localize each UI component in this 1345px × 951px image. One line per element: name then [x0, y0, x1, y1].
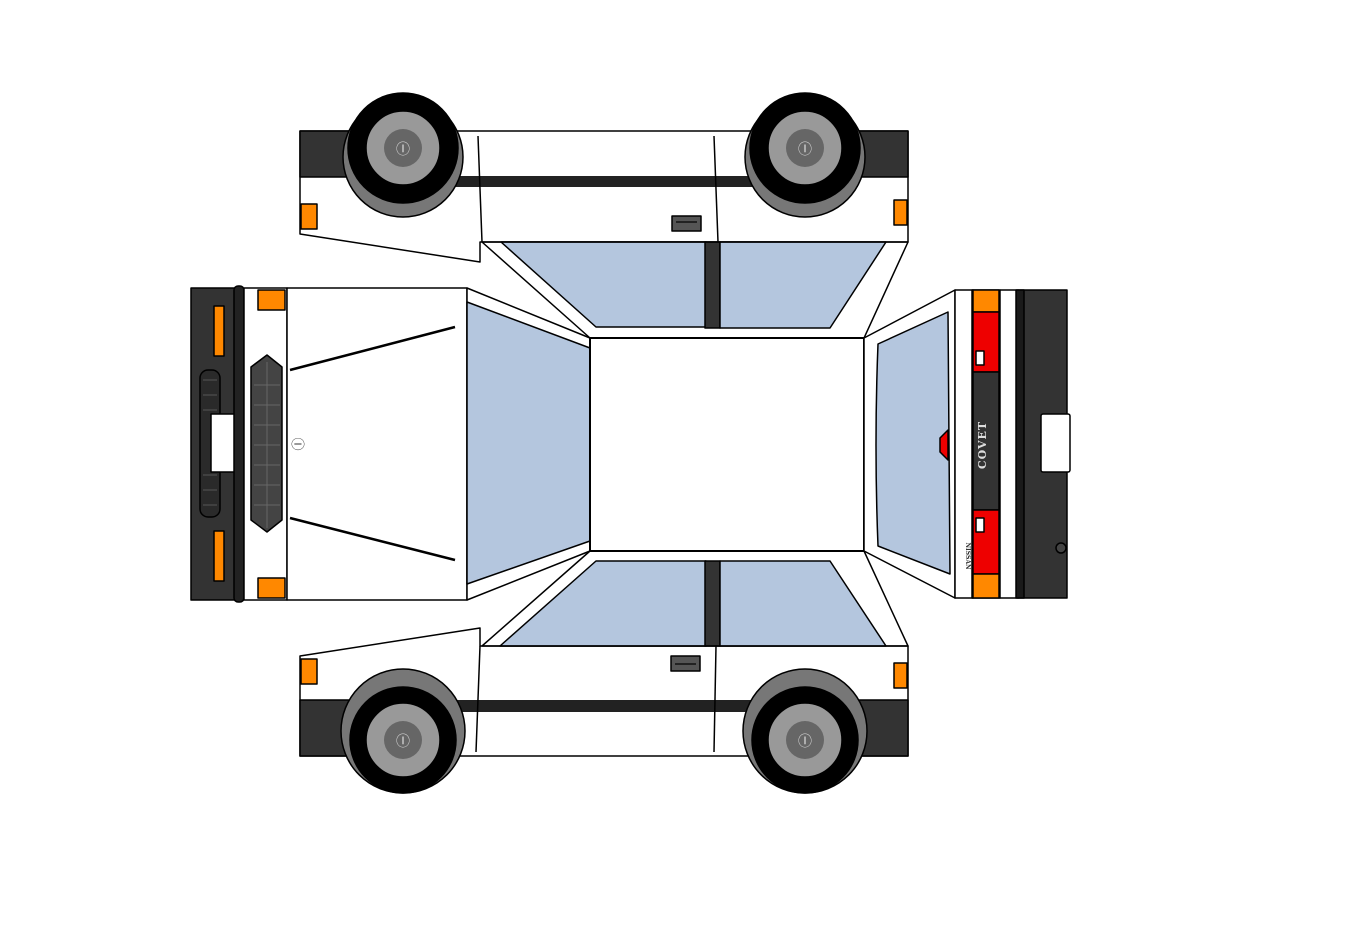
side-panel-top: Ⓘ Ⓘ: [299, 92, 909, 339]
trunk-small-badge: NISSAN: [964, 543, 971, 570]
hood: [286, 287, 468, 601]
rear-window-glass: [875, 311, 951, 575]
front-grille-lines: [254, 362, 280, 528]
side-panel-bottom-door-line: [475, 645, 481, 753]
rear-indicator-bottom: [972, 573, 1000, 599]
rear-bumper-strip: [1015, 289, 1025, 599]
svg-text:Ⓘ: Ⓘ: [396, 142, 410, 158]
rear-panel: COVET NISSAN: [939, 289, 1071, 599]
front-corner-light-top: [257, 289, 286, 311]
trunk-badge: COVET: [976, 421, 989, 469]
tail-light-bottom: [972, 509, 1000, 575]
hood-crease: [289, 516, 456, 562]
tail-light-bottom-reverse: [975, 517, 985, 533]
svg-text:Ⓘ: Ⓘ: [798, 142, 812, 158]
hood-crease: [289, 325, 456, 372]
side-panel-top-door-line: [477, 135, 483, 243]
side-window-bottom-pillar: [704, 560, 721, 647]
tail-light-top-reverse: [975, 350, 985, 366]
side-panel-bottom: Ⓘ Ⓘ: [299, 550, 909, 794]
wheel-icon: Ⓘ: [342, 92, 464, 218]
side-panel-top-door-line: [713, 135, 719, 243]
side-panel-bottom-door-line: [713, 645, 717, 753]
wheel-icon: Ⓘ: [744, 92, 866, 218]
rear-indicator-top: [972, 289, 1000, 313]
exhaust-pipe: [1055, 542, 1067, 554]
front-panel: [190, 285, 288, 603]
wheel-icon: Ⓘ: [340, 668, 466, 794]
door-handle-icon: [670, 655, 701, 672]
side-window-bottom-front: [719, 560, 887, 647]
svg-text:Ⓘ: Ⓘ: [798, 734, 812, 750]
side-indicator-top-rear: [300, 203, 318, 230]
side-indicator-bottom-front: [893, 662, 908, 689]
license-plate-rear: [1040, 413, 1071, 473]
emblem-icon: Ⓘ: [292, 437, 307, 450]
front-corner-light-bottom: [257, 577, 286, 599]
hood-panel: Ⓘ: [286, 287, 468, 601]
roof-panel: [589, 337, 865, 552]
tail-center-panel: [972, 371, 1000, 511]
front-indicator-top: [213, 305, 225, 357]
front-indicator-bottom: [213, 530, 225, 582]
side-indicator-bottom-rear: [300, 658, 318, 685]
side-indicator-top-front: [893, 199, 908, 226]
windshield-panel: [466, 287, 591, 601]
windshield-glass: [466, 301, 591, 585]
door-handle-icon: [671, 215, 702, 232]
front-edge-strip: [233, 285, 245, 603]
svg-text:Ⓘ: Ⓘ: [396, 734, 410, 750]
wheel-icon: Ⓘ: [742, 668, 868, 794]
side-panel-top-trim-strip: [350, 176, 858, 187]
rear-window-panel: [863, 289, 956, 599]
third-brake-light: [939, 429, 949, 461]
side-window-top-front: [719, 241, 887, 329]
side-window-top-pillar: [704, 241, 721, 329]
front-air-intake-slats: [203, 379, 217, 506]
